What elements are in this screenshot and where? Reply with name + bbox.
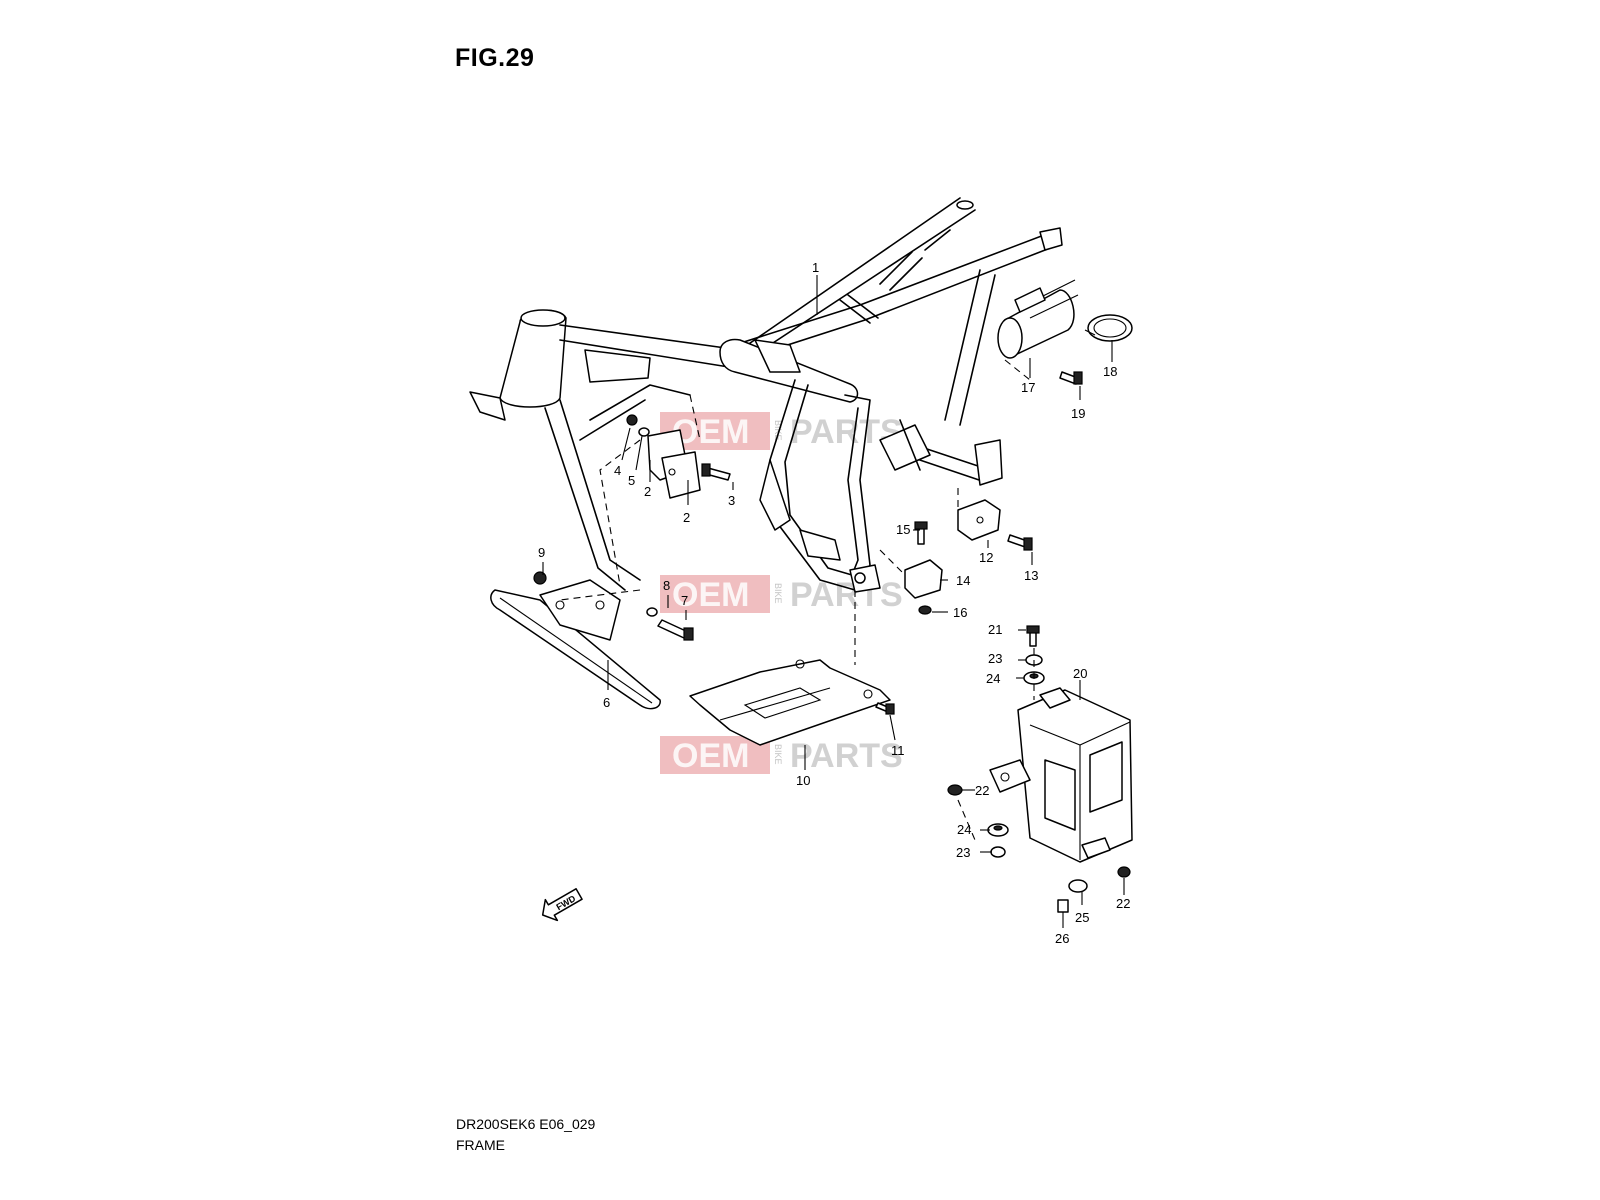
lower-mount-bracket [689, 659, 891, 746]
callout-3: 3 [728, 493, 735, 508]
bolt [914, 521, 928, 545]
watermark-1: OEM BIKE PARTS [660, 412, 903, 451]
nut [626, 414, 638, 426]
watermark-2: OEM BIKE PARTS [660, 575, 903, 614]
rubber-cushion [904, 559, 943, 599]
callout-26: 26 [1055, 931, 1069, 946]
skid-plate [490, 579, 661, 710]
watermark-bike-text: BIKE [773, 583, 783, 604]
collar [990, 846, 1006, 858]
diagram-code: DR200SEK6 E06_029 [456, 1116, 596, 1132]
figure-title: FIG.29 [455, 44, 535, 72]
callout-13: 13 [1024, 568, 1038, 583]
callout-14: 14 [956, 573, 970, 588]
callout-12: 12 [979, 550, 993, 565]
callout-6: 6 [603, 695, 610, 710]
callout-21: 21 [988, 622, 1002, 637]
cushion [1068, 879, 1088, 893]
rubber-cushion [957, 499, 1001, 541]
callout-22-left: 22 [975, 783, 989, 798]
callout-24-upper: 24 [986, 671, 1000, 686]
nut [1057, 899, 1069, 913]
nut [918, 605, 932, 615]
callout-7: 7 [681, 593, 688, 608]
callout-25: 25 [1075, 910, 1089, 925]
watermark-bike-text: BIKE [773, 744, 783, 765]
callout-2-lower: 2 [683, 510, 690, 525]
callout-24-lower: 24 [957, 822, 971, 837]
main-frame [469, 197, 1063, 593]
watermark-parts-text: PARTS [790, 576, 903, 614]
callout-9: 9 [538, 545, 545, 560]
assembly-lines [559, 359, 1035, 841]
nut [533, 571, 547, 585]
washer [638, 427, 650, 437]
callout-23-lower: 23 [956, 845, 970, 860]
watermark-parts-text: PARTS [790, 737, 903, 775]
callout-18: 18 [1103, 364, 1117, 379]
callout-16: 16 [953, 605, 967, 620]
grommet [987, 823, 1009, 837]
bolt [1026, 625, 1040, 647]
bolt [875, 702, 895, 715]
washer [646, 607, 658, 617]
callout-11: 11 [891, 743, 905, 758]
callout-4: 4 [614, 463, 621, 478]
diagram-caption: FRAME [456, 1137, 505, 1153]
leader-lines [542, 275, 1125, 928]
bolt [1007, 534, 1033, 551]
callout-22-right: 22 [1116, 896, 1130, 911]
callout-23-upper: 23 [988, 651, 1002, 666]
watermark-3: OEM BIKE PARTS [660, 736, 903, 775]
callout-5: 5 [628, 473, 635, 488]
watermark-oem-text: OEM [672, 576, 749, 614]
forward-arrow-icon: FWD [541, 888, 583, 922]
callout-8: 8 [663, 578, 670, 593]
mounting-band [1084, 314, 1133, 342]
watermark-bike-text: BIKE [773, 420, 783, 441]
callout-10: 10 [796, 773, 810, 788]
callout-15: 15 [896, 522, 910, 537]
callout-2-upper: 2 [644, 484, 651, 499]
bolt [657, 619, 694, 641]
callout-17: 17 [1021, 380, 1035, 395]
bolt [1059, 371, 1083, 385]
watermark-oem-text: OEM [672, 737, 749, 775]
callout-1: 1 [812, 260, 819, 275]
battery-box [989, 687, 1133, 863]
callout-20: 20 [1073, 666, 1087, 681]
screw [1117, 866, 1131, 878]
canister [997, 279, 1079, 359]
callouts: 1 2 2 3 4 5 6 7 8 9 10 11 12 13 14 15 16… [538, 260, 1130, 946]
watermark-oem-text: OEM [672, 413, 749, 451]
screw [947, 784, 963, 796]
callout-19: 19 [1071, 406, 1085, 421]
bolt [701, 463, 731, 481]
